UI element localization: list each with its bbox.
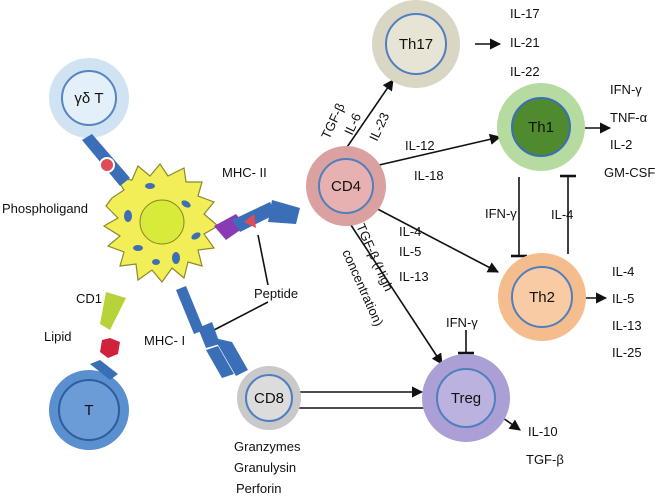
pathway-th17-label: IL-6 [341,111,364,138]
arrow-treg-outputs [502,417,521,431]
pathway-th17-labels: TGF-β IL-6 IL-23 [318,101,392,144]
th1-outputs: IFN-γ TNF-α IL-2 GM-CSF [604,82,655,180]
cd4-cell [306,146,386,226]
th17-output: IL-22 [510,64,540,79]
th2-output: IL-25 [612,345,642,360]
pathway-th2-labels: IL-4 IL-5 IL-13 [399,224,429,284]
th17-output: IL-21 [510,35,540,50]
th1-inhibits-th2-label: IFN-γ [485,206,517,221]
antigen-presenting-cell [102,162,220,283]
th1-cell-label: Th1 [528,119,554,136]
arrow-cd4-th2 [367,203,499,273]
cd8-cell-label: CD8 [254,390,284,407]
pathway-th17-label: TGF-β [318,101,348,142]
pathway-treg-labels: TGF-β (High concentration) [339,221,396,328]
cd8-output: Granulysin [234,460,296,475]
th2-outputs: IL-4 IL-5 IL-13 IL-25 [612,264,642,360]
cd8-outputs: Granzymes Granulysin Perforin [234,439,301,496]
gdt-receptor [82,134,130,186]
th17-cell [372,0,460,88]
th2-cell [498,253,586,341]
arrow-cd4-th17 [342,79,394,154]
th2-output: IL-4 [612,264,634,279]
cd8-output: Granzymes [234,439,301,454]
pathway-th2-label: IL-4 [399,224,421,239]
pathway-th1-label: IL-12 [405,138,435,153]
mhc1-label: MHC- I [144,333,185,348]
mhc1-complex [176,286,248,378]
peptide-label: Peptide [254,286,298,301]
cd1-label: CD1 [76,291,102,306]
inhibits-treg-label: IFN-γ [446,315,478,330]
arrow-cd4-treg [344,215,443,365]
th17-cell-label: Th17 [399,36,433,53]
peptide-pointer-2 [213,301,269,331]
th2-cell-label: Th2 [529,289,555,306]
cd4-cell-label: CD4 [331,178,361,195]
th1-cell [497,83,585,171]
th17-outputs: IL-17 IL-21 IL-22 [510,6,540,79]
th17-output: IL-17 [510,6,540,21]
gdt-cell-label: γδ T [74,90,103,107]
th2-output: IL-13 [612,318,642,333]
th1-output: TNF-α [610,110,648,125]
th1-output: GM-CSF [604,165,655,180]
th2-output: IL-5 [612,291,634,306]
treg-output: IL-10 [528,424,558,439]
arrow-cd4-th1 [374,133,502,167]
pathway-th2-label: IL-5 [399,244,421,259]
pathway-th1-label: IL-18 [414,168,444,183]
t-cell [49,370,129,450]
pathway-th1-labels: IL-12 IL-18 [405,138,444,183]
mhc2-complex [214,200,300,240]
treg-cell-label: Treg [451,390,481,407]
th1-output: IL-2 [610,137,632,152]
peptide-pointer-1 [257,234,269,286]
gdt-cell [49,58,129,138]
cd8-output: Perforin [236,481,282,496]
lipid-label: Lipid [44,329,71,344]
treg-outputs: IL-10 TGF-β [526,424,564,467]
th1-output: IFN-γ [610,82,642,97]
mhc2-label: MHC- II [222,165,267,180]
cd8-cell [237,366,301,430]
treg-cell [422,354,510,442]
connectors [213,38,612,431]
pathway-th17-label: IL-23 [366,110,392,143]
phospholigand-label: Phospholigand [2,201,88,216]
cd1-lipid-receptor [90,292,126,380]
th2-inhibits-th1-label: IL-4 [551,207,573,222]
pathway-th2-label: IL-13 [399,269,429,284]
treg-output: TGF-β [526,452,564,467]
t-cell-label: T [84,402,93,419]
